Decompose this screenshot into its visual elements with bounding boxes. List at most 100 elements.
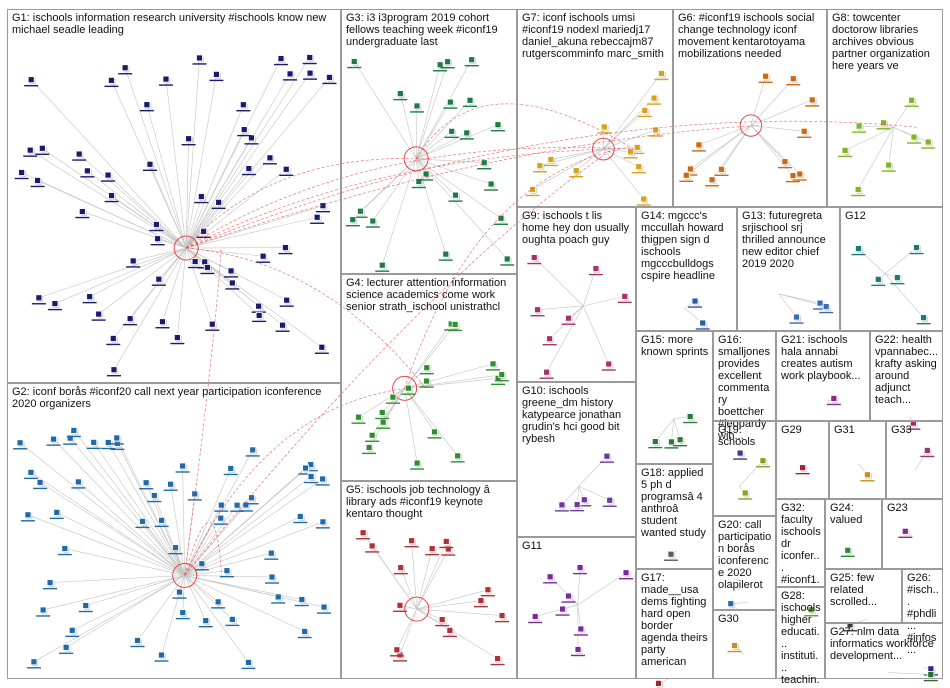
group-g33-label: G33 [891,424,912,436]
node-g17 [655,679,662,687]
group-g28-box: G28: ischools higher educati... institut… [776,587,825,688]
node-g5 [444,545,452,553]
node-g24 [844,546,852,554]
group-g27-label: G27: nlm data informatics workforce deve… [830,626,937,662]
node-g2 [66,434,74,442]
node-g2 [227,465,235,472]
group-g26-label: G26: #isch... #phdli... #infos... [907,572,939,656]
group-g28-label: G28: ischools higher educati... institut… [781,590,821,688]
hub-ring-g2 [172,562,198,588]
node-g3 [452,191,459,199]
edge-g5 [411,540,418,610]
node-g7 [529,186,536,193]
node-g7 [658,70,665,77]
group-g23-box: G23 [882,499,943,569]
node-g13 [822,303,830,310]
node-g1 [162,75,170,83]
edge-g3 [416,158,485,164]
node-g5 [498,612,506,619]
node-g7 [600,123,608,131]
node-g2 [50,435,57,443]
node-g14 [699,319,707,327]
node-g1 [204,264,211,271]
node-g13 [816,299,824,307]
edge-g3 [415,105,418,159]
node-g1 [208,320,216,328]
node-g2 [179,462,186,470]
edge-g2 [27,514,185,576]
edge-g7 [603,97,655,150]
group-g24-box: G24: valued [825,499,882,569]
node-g1 [255,311,263,319]
node-g23 [901,527,909,535]
node-g20 [727,600,735,608]
edge-g1 [162,247,187,322]
node-g2 [248,494,255,502]
edge-g1 [185,77,330,249]
edge-g8 [844,126,894,151]
node-g2 [16,439,24,447]
node-g8 [854,186,862,193]
group-g6-box: G6: #iconf19 ischools social change tech… [673,9,827,207]
edge-g1 [185,247,213,325]
node-g12 [913,244,920,251]
node-g1 [129,257,137,265]
node-g3 [413,102,421,110]
edge-g8 [857,127,894,190]
edge-g9 [534,257,584,307]
node-g10 [603,452,611,460]
node-g6 [687,165,694,173]
node-g4 [355,413,362,421]
edge-g5 [416,548,449,610]
group-g2-label: G2: iconf borås #iconf20 call next year … [12,386,325,410]
node-g5 [393,646,401,654]
node-g9 [546,335,554,343]
node-g1 [306,54,314,61]
node-g3 [503,255,511,263]
edge-g11 [549,576,578,606]
node-g4 [365,444,373,451]
edge-g2 [170,484,185,576]
edge-g13 [778,293,797,318]
edge-g4 [404,388,458,457]
edge-g12 [884,247,917,274]
edge-g7 [603,148,639,167]
node-g1 [283,296,291,304]
node-g16 [736,449,744,457]
node-g3 [436,61,444,69]
node-g2 [150,492,158,499]
edge-g7 [603,148,631,153]
group-g5-box: G5: ischools job technology â library ad… [341,481,517,679]
node-g11 [546,573,554,581]
node-g10 [573,501,581,509]
edge-g2 [30,472,185,576]
edge-g3 [415,131,452,160]
node-g2 [302,464,309,472]
group-g24-label: G24: valued [830,502,863,526]
node-g19 [741,489,749,497]
group-g17-label: G17: made__usa dems fighting hard open b… [641,572,708,668]
edge-g1 [38,247,187,299]
node-g25 [846,621,854,629]
group-g14-box: G14: mgccc's mccullah howard thigpen sig… [636,207,737,331]
group-g29-box: G29 [776,421,829,499]
node-g1 [196,54,203,62]
node-g1 [313,213,321,221]
node-g4 [368,431,376,439]
edge-g5 [399,608,418,656]
node-g15 [686,413,694,420]
edge-g1 [78,153,187,249]
node-g1 [154,235,162,243]
node-g3 [349,216,357,224]
cross-group-edge [186,247,426,389]
node-g1 [306,69,314,77]
edge-g1 [185,57,310,249]
node-g2 [202,617,210,625]
edge-g1 [165,79,187,249]
node-g3 [463,129,471,137]
node-g11 [531,613,539,620]
node-g1 [318,343,326,351]
group-g9-box: G9: ischools t lis home hey don usually … [517,207,636,382]
node-g10 [558,501,566,509]
edge-g5 [416,608,503,616]
